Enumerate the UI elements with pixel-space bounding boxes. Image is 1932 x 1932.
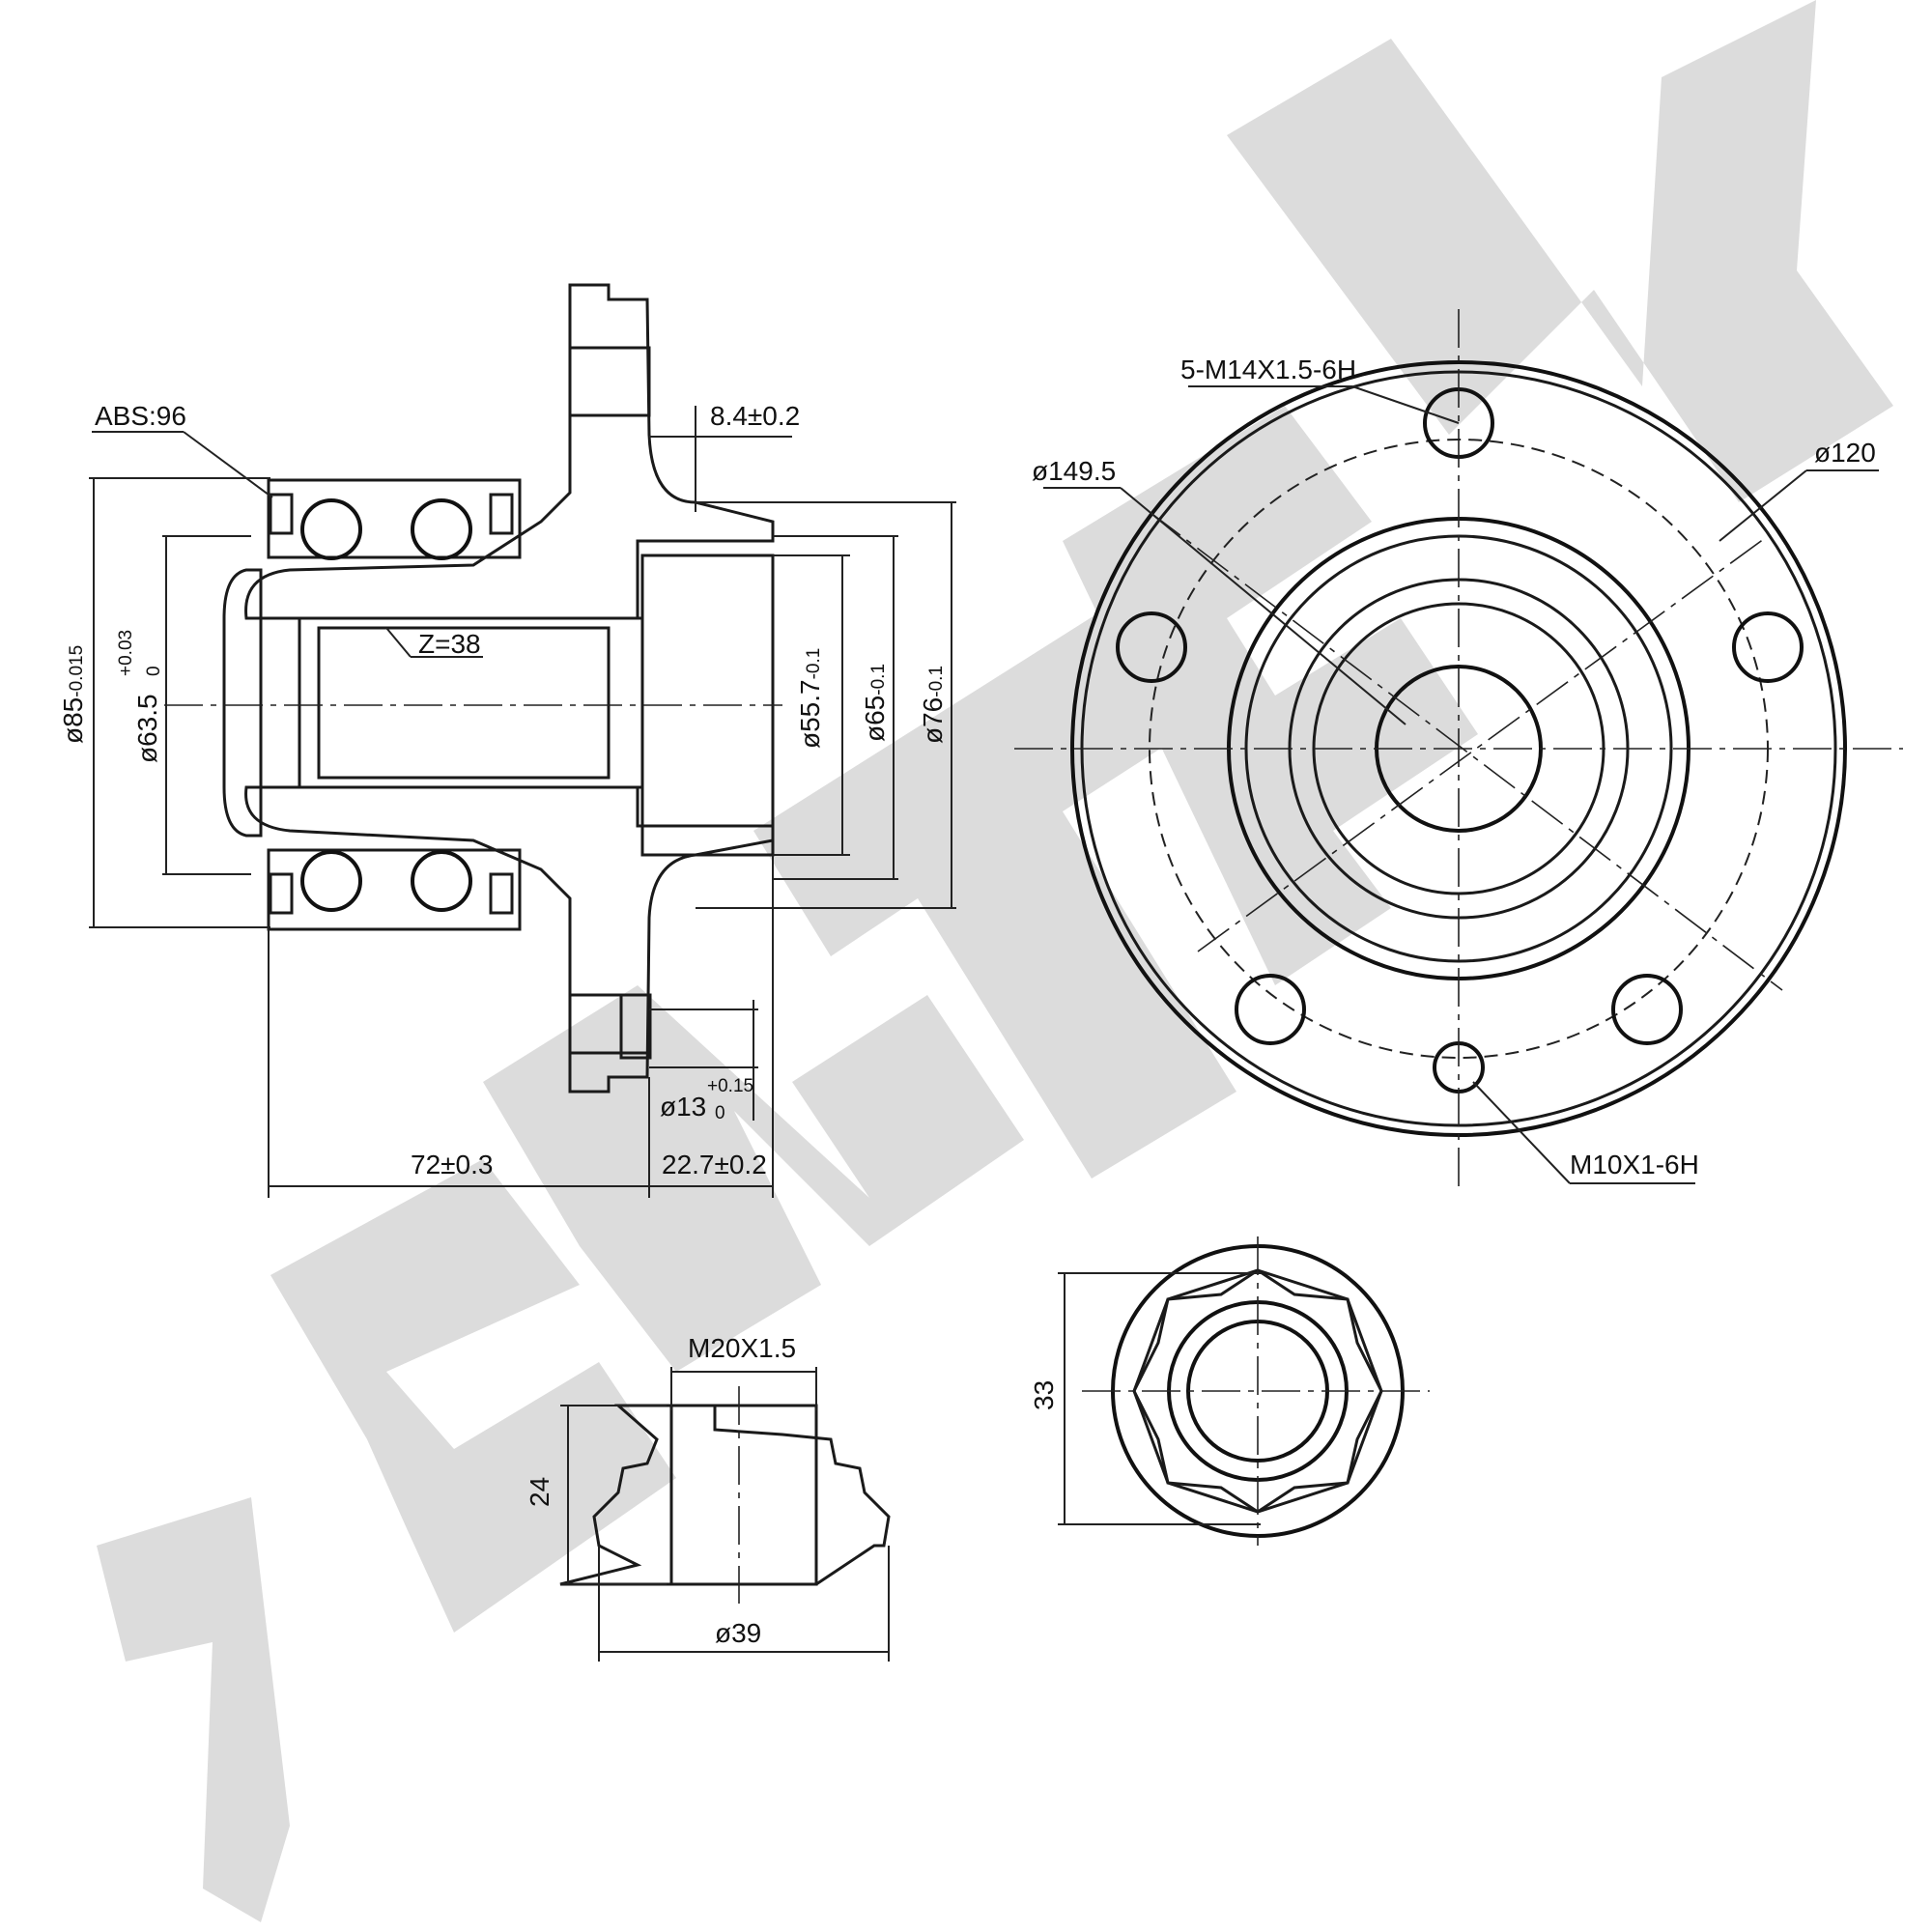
watermark [97,0,1893,1922]
ball-upper-right [411,498,472,560]
d63-sym: ø [132,747,162,763]
d65-tol: -0.1 [868,664,889,696]
outer-diameter-label: ø149.5 [1032,456,1116,486]
flange-upper [568,346,651,417]
nut-thread-label: M20X1.5 [688,1333,796,1363]
d85-value: 85 [58,697,88,727]
bearing-outer-ring-lower [267,848,522,931]
watermark-letter-e2 [1063,406,1478,985]
pcd-label: ø120 [1814,438,1876,468]
ball-upper-left [300,498,362,560]
d13-sym: ø [660,1092,676,1122]
hub-front-view: 5-M14X1.5-6H ø149.5 ø120 M10X1-6H [1014,309,1903,1188]
seal-upper-right [489,493,514,535]
d63-tol-low: 0 [144,666,164,676]
screw-thread-label: M10X1-6H [1570,1150,1699,1179]
hub-body-section [244,283,775,620]
nut-section-view: M20X1.5 24 ø39 [525,1333,891,1662]
bolt-hole-right [1732,611,1804,683]
nut-front-view: 33 [1029,1236,1430,1546]
seal-lower-left [269,872,294,915]
abs-label: ABS:96 [95,401,186,431]
ball-lower-right [411,850,472,912]
d76-sym: ø [918,727,948,744]
bore-inner [317,626,611,780]
d85-tol: -0.015 [67,645,87,697]
d63-tol-up: +0.03 [116,630,136,676]
d55-value: 55.7 [795,679,825,732]
nut-body [559,1404,891,1586]
length-total-label: 72±0.3 [411,1150,493,1179]
svg-text:ø85-0.015: ø85-0.015 [58,645,88,744]
svg-text:ø65-0.1: ø65-0.1 [860,664,890,742]
hub-section-dimensions: ABS:96 Z=38 8.4±0.2 ø85-0.015 ø63.5 +0.0… [58,401,956,1198]
seal-lower-right [489,872,514,915]
bolt-hole-lower-right [1611,974,1683,1045]
bolt-hole-left [1116,611,1187,683]
d13-tol-low: 0 [715,1103,725,1123]
watermark-letter-n [483,985,1024,1372]
bolt-thread-label: 5-M14X1.5-6H [1180,355,1356,384]
central-bore [298,616,644,789]
bolt-hole-lower-left [1235,974,1306,1045]
nut-bore [669,1404,818,1586]
hub-body-section-lower [244,785,775,1094]
d55-sym: ø [795,732,825,749]
d13-value: 13 [676,1092,706,1122]
d63-value: 63.5 [132,694,162,747]
svg-text:ø63.5: ø63.5 [132,694,162,763]
watermark-letter-t [753,599,1236,1179]
d55-tol: -0.1 [804,648,824,680]
svg-text:ø76-0.1: ø76-0.1 [918,666,948,744]
svg-text:ø13: ø13 [660,1092,706,1122]
hub-section-view [164,283,782,1094]
d65-sym: ø [860,725,890,742]
teeth-label: Z=38 [418,629,481,659]
ball-lower-left [300,850,362,912]
d13-tol-up: +0.15 [707,1076,753,1096]
d85-sym: ø [58,727,88,744]
svg-text:ø55.7-0.1: ø55.7-0.1 [795,648,825,749]
nut-across-flats-label: 33 [1029,1380,1059,1410]
nut-height-label: 24 [525,1477,554,1507]
d65-value: 65 [860,696,890,725]
flange-thickness-label: 8.4±0.2 [710,401,800,431]
nut-diameter-label: ø39 [715,1618,761,1648]
inner-ring [222,568,263,838]
seal-upper-left [269,493,294,535]
d76-tol: -0.1 [926,666,947,697]
bearing-outer-ring-upper [267,478,522,559]
watermark-letter-z [97,1497,290,1922]
watermark-letter-e [270,1159,676,1633]
length-spigot-label: 22.7±0.2 [662,1150,767,1179]
watermark-letter-k [1227,0,1893,502]
d76-value: 76 [918,697,948,727]
flange-bolt-hole [619,993,652,1060]
